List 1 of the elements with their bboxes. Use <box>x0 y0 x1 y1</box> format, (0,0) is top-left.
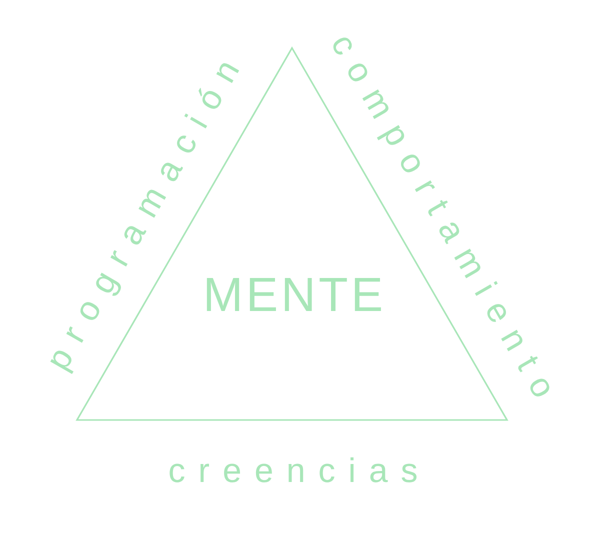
side-label: creencias <box>167 454 431 488</box>
